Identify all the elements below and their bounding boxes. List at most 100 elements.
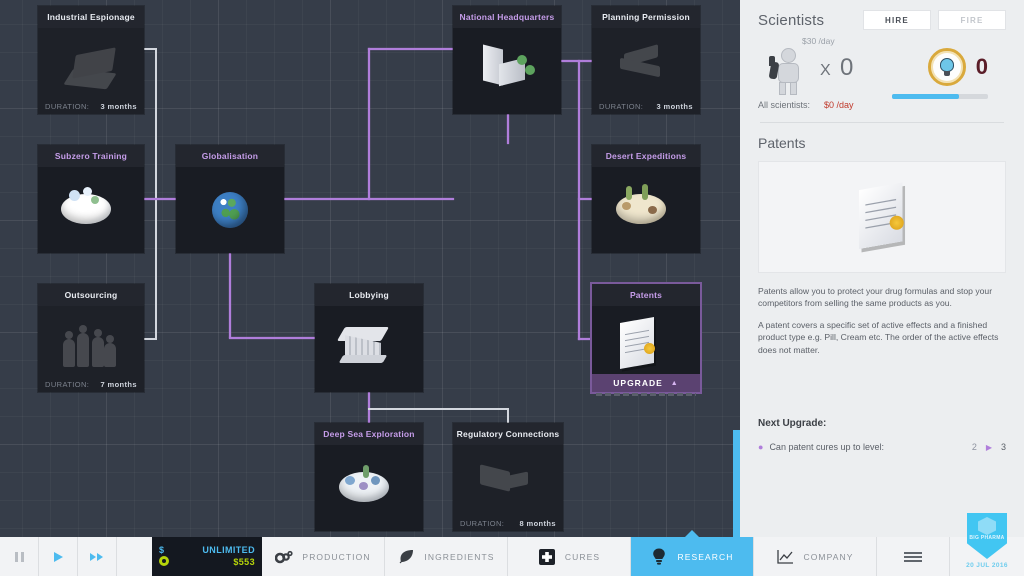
connector-patents-in — [578, 338, 594, 340]
all-scientists-value: $0 /day — [824, 100, 854, 110]
next-upgrade-to: 3 — [1000, 442, 1006, 452]
bullet-icon: ● — [758, 442, 764, 452]
fire-button[interactable]: FIRE — [938, 10, 1006, 30]
node-upgrade-button[interactable]: UPGRADE ▲ — [592, 374, 700, 392]
node-title: National Headquarters — [453, 6, 561, 28]
node-title: Outsourcing — [38, 284, 144, 306]
chart-icon — [776, 548, 794, 566]
divider — [753, 537, 754, 576]
connector-hq-in-top — [368, 48, 454, 50]
research-node-industrial-espionage[interactable]: Industrial Espionage DURATION: 3 months — [38, 6, 144, 114]
node-duration: DURATION: 7 months — [38, 376, 144, 392]
node-artwork — [176, 167, 284, 253]
leaf-icon — [397, 548, 415, 566]
cross-icon — [538, 548, 556, 566]
research-node-planning-permission[interactable]: Planning Permission DURATION: 3 months — [592, 6, 700, 114]
connector-lobbying-regulatory-h — [368, 408, 508, 410]
credit-value: UNLIMITED — [202, 545, 255, 555]
menu-icon — [904, 550, 922, 564]
pause-button[interactable] — [0, 537, 38, 576]
research-tree-canvas[interactable]: Industrial Espionage DURATION: 3 months … — [0, 0, 740, 537]
big-pharma-logo: BIG PHARMA — [967, 513, 1007, 559]
play-button[interactable] — [39, 537, 77, 576]
tab-label: PRODUCTION — [302, 551, 371, 562]
node-artwork: DURATION: 3 months — [38, 28, 144, 114]
connector-subzero-globalisation — [144, 198, 178, 200]
research-node-outsourcing[interactable]: Outsourcing DURATION: 7 months — [38, 284, 144, 392]
next-upgrade-title: Next Upgrade: — [758, 418, 827, 429]
scientists-summary: $30 /day X 0 0 — [758, 36, 1006, 99]
node-title: Patents — [592, 284, 700, 306]
dollar-icon: $ — [159, 545, 165, 555]
node-title: Deep Sea Exploration — [315, 423, 423, 445]
duration-value: 3 months — [656, 101, 693, 111]
lightbulb-icon — [650, 548, 668, 566]
connector-lobbying-deepsea — [368, 392, 370, 423]
duration-value: 7 months — [100, 379, 137, 389]
node-duration: DURATION: 3 months — [592, 98, 700, 114]
cash-value: $553 — [233, 557, 255, 567]
fast-forward-icon — [90, 552, 103, 561]
node-duration: DURATION: 3 months — [38, 98, 144, 114]
hire-button[interactable]: HIRE — [863, 10, 931, 30]
research-node-desert-expeditions[interactable]: Desert Expeditions — [592, 145, 700, 253]
research-node-patents[interactable]: Patents UPGRADE ▲ — [592, 284, 700, 396]
connector-lobbying-in — [229, 337, 317, 339]
permit-icon — [616, 44, 676, 97]
tab-cures[interactable]: CURES — [508, 537, 630, 576]
divider — [507, 537, 508, 576]
pause-icon — [14, 551, 24, 562]
snow-biome-icon — [61, 184, 121, 236]
tab-production[interactable]: PRODUCTION — [262, 537, 384, 576]
connector-outsourcing-in — [144, 338, 157, 340]
laptop-icon — [61, 45, 121, 97]
research-node-lobbying[interactable]: Lobbying — [315, 284, 423, 392]
tab-ingredients[interactable]: INGREDIENTS — [385, 537, 507, 576]
tab-company[interactable]: COMPANY — [754, 537, 876, 576]
sea-biome-icon — [339, 462, 399, 514]
patents-description: Patents allow you to protect your drug f… — [758, 285, 1006, 356]
node-artwork — [315, 445, 423, 531]
upgrade-arrow-icon: ▲ — [670, 379, 679, 387]
scientists-header: Scientists HIRE FIRE — [758, 10, 1006, 30]
date-badge: BIG PHARMA 20 JUL 2016 — [950, 513, 1024, 576]
tab-label: CURES — [564, 551, 601, 562]
government-building-icon — [336, 323, 399, 375]
duration-label: DURATION: — [599, 101, 644, 111]
patents-artwork-frame — [758, 161, 1006, 273]
scientist-count: 0 — [840, 54, 854, 81]
money-readout[interactable]: $ UNLIMITED $553 — [152, 537, 262, 576]
divider — [116, 537, 117, 576]
connector-espionage-out — [144, 48, 157, 50]
tab-research[interactable]: RESEARCH — [631, 530, 753, 576]
research-node-regulatory-connections[interactable]: Regulatory Connections DURATION: 8 month… — [453, 423, 563, 531]
connector-desert-in — [578, 198, 594, 200]
tab-label: INGREDIENTS — [424, 551, 495, 562]
menu-button[interactable] — [877, 537, 949, 576]
fast-forward-button[interactable] — [78, 537, 116, 576]
research-node-globalisation[interactable]: Globalisation — [176, 145, 284, 253]
connector-hq-down — [507, 114, 509, 144]
connector-hq-planning — [561, 60, 593, 62]
research-node-national-headquarters[interactable]: National Headquarters — [453, 6, 561, 114]
connector-regulatory-in — [507, 408, 509, 425]
hire-fire-buttons: HIRE FIRE — [863, 10, 1006, 30]
scientist-icon — [768, 48, 812, 96]
cube-icon — [978, 517, 996, 535]
divider — [876, 537, 877, 576]
node-duration: DURATION: 8 months — [453, 515, 563, 531]
lightbulb-icon — [927, 48, 966, 86]
connector-hq-branch-left-v — [368, 48, 370, 200]
node-artwork: DURATION: 7 months — [38, 306, 144, 392]
node-artwork — [38, 167, 144, 253]
next-upgrade-item-label: Can patent cures up to level: — [769, 442, 885, 452]
research-node-subzero-training[interactable]: Subzero Training — [38, 145, 144, 253]
research-node-deep-sea-exploration[interactable]: Deep Sea Exploration — [315, 423, 423, 531]
all-scientists-row: All scientists: $0 /day — [758, 100, 1006, 110]
next-upgrade-from: 2 — [971, 442, 977, 452]
panel-divider — [760, 122, 1004, 123]
connector-espionage-outsourcing — [155, 48, 157, 340]
bottom-bar: $ UNLIMITED $553 PRODUCTION — [0, 513, 1024, 576]
documents-icon — [478, 462, 538, 514]
